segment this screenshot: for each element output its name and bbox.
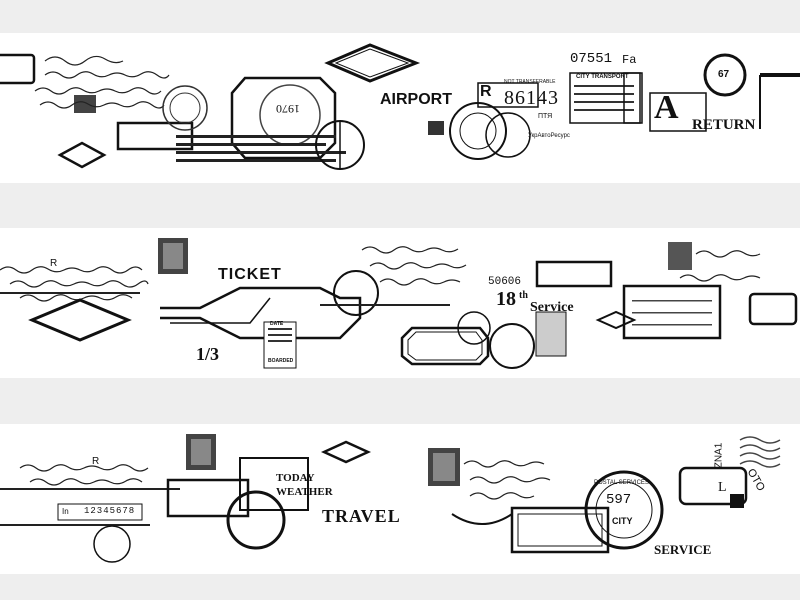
ticket-prefix: R	[480, 83, 492, 100]
frame-tag-left	[0, 53, 36, 85]
service-stamp	[535, 311, 567, 357]
ticket-stub	[477, 82, 539, 108]
badge-number-label: 67	[718, 69, 730, 80]
mini-stamp	[428, 121, 444, 135]
boarded-label: BOARDED	[268, 358, 294, 364]
handwriting-block	[19, 464, 149, 486]
date-label: DATE	[270, 321, 284, 327]
ticket-label: TICKET	[218, 266, 282, 283]
handwriting-block	[0, 266, 149, 302]
service-label: Service	[530, 300, 574, 315]
small-diamond	[595, 310, 637, 330]
corner-block	[730, 494, 744, 508]
frame-tag-right	[678, 466, 748, 506]
transport-ticket	[569, 72, 641, 124]
stamp-year: 1970	[276, 102, 300, 116]
stamp-number: 07551	[570, 51, 613, 67]
diamond-frame	[320, 440, 372, 464]
cancel-lines	[739, 436, 781, 468]
octagon-frame	[400, 326, 490, 366]
route-track	[160, 286, 362, 340]
strip-1-artwork	[0, 43, 800, 170]
city-label: CITY	[612, 516, 633, 526]
digit-ticket	[57, 503, 143, 521]
strip-3-artwork	[0, 434, 781, 563]
corner-text: ZNA1	[713, 442, 725, 469]
large-diamond-frame	[324, 43, 421, 83]
handwriting-block	[34, 55, 170, 109]
rectangle-frame-2	[239, 457, 309, 511]
washi-strip-3: R In 12345678 TODAY WEATHER TRAVEL POSTA…	[0, 424, 800, 574]
circular-date-stamp	[449, 102, 507, 160]
frame-tag-right	[748, 292, 798, 326]
letter-box	[649, 92, 707, 132]
ticket-number: 86143	[504, 87, 559, 109]
envelope-frame	[622, 284, 722, 340]
weather-label: WEATHER	[276, 486, 333, 498]
ink-blot	[74, 95, 96, 113]
big-ring	[226, 490, 286, 550]
letter-l: L	[718, 480, 727, 495]
postal-services-stamp	[584, 470, 664, 550]
rectangle-frame	[166, 478, 250, 518]
travel-label: TRAVEL	[322, 506, 401, 526]
round-postmark	[489, 323, 535, 369]
stamp-number-label: 597	[606, 492, 632, 508]
postal-services-label: POSTAL SERVICES	[594, 480, 649, 486]
ring-postmark	[333, 270, 379, 316]
rectangle-frame	[535, 260, 613, 288]
circle-postmark	[162, 85, 208, 131]
cyrillic-small: ПТЯ	[538, 113, 553, 120]
washi-strip-1: AIRPORT R 86143 NOT TRANSFERABLE 07551 F…	[0, 33, 800, 183]
city-transport-label: CITY TRANSPORT	[576, 74, 629, 80]
stamp-suffix: Fa	[622, 53, 637, 67]
service-label: SERVICE	[654, 542, 712, 557]
superscript-label: th	[519, 290, 528, 301]
service-frame	[510, 506, 610, 554]
number-label: 50606	[488, 276, 522, 288]
number-badge	[703, 53, 747, 97]
today-label: TODAY	[276, 472, 315, 484]
return-label: RETURN	[692, 117, 756, 133]
diamond-frame	[28, 298, 132, 342]
cyrillic-label: УкрАвтоРесурс	[528, 133, 570, 139]
fraction-label: 1/3	[196, 344, 220, 364]
in-label: In	[62, 507, 69, 516]
postage-stamp-2	[668, 242, 692, 270]
big-number-label: 18	[496, 288, 516, 310]
small-postmark	[93, 525, 131, 563]
strip-2-artwork	[0, 238, 798, 369]
big-letter-a: A	[654, 89, 679, 126]
ticket-small-print: NOT TRANSFERABLE	[504, 79, 556, 85]
letter-r: R	[92, 456, 100, 467]
diamond-frame	[57, 141, 107, 169]
washi-strip-2: R TICKET 1/3 DATE BOARDED 50606 18 th Se…	[0, 228, 800, 378]
letter-r: R	[50, 258, 58, 269]
typed-text-block	[176, 135, 346, 162]
digits-label: 12345678	[84, 506, 136, 516]
airport-label: AIRPORT	[380, 91, 452, 108]
